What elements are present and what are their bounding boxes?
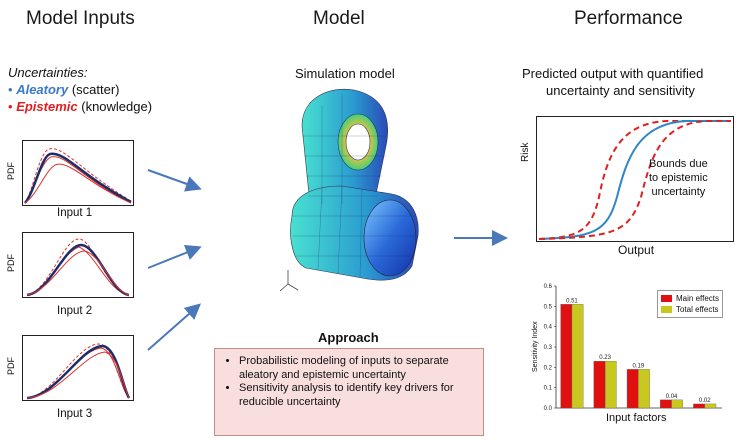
header-model-inputs: Model Inputs <box>26 8 135 29</box>
sensitivity-bar-chart: 0.0 0.1 0.2 0.3 0.4 0.5 0.6 0.51 0.23 0.19 0.04 0.0… <box>544 284 722 412</box>
bar-main-3 <box>626 369 639 409</box>
aleatory-desc: (scatter) <box>71 82 120 97</box>
performance-title-line2: uncertainty and sensitivity <box>546 83 695 98</box>
bar-total-4 <box>671 399 683 409</box>
y-tick-label: 0.4 <box>544 325 553 331</box>
performance-title-line1: Predicted output with quantified <box>522 66 704 81</box>
bar-value-label: 0.19 <box>632 363 644 369</box>
approach-title: Approach <box>318 330 379 345</box>
arrow-input1 <box>147 169 202 192</box>
annotation-line: uncertainty <box>651 186 706 198</box>
bar-total-3 <box>638 369 650 409</box>
legend-swatch-main <box>661 295 672 302</box>
simulation-model-title: Simulation model <box>295 66 395 81</box>
input2-ylabel: PDF <box>6 254 16 272</box>
risk-ylabel: Risk <box>520 142 531 162</box>
input1-label: Input 1 <box>57 207 93 219</box>
input2-label: Input 2 <box>57 305 93 317</box>
bar-main-4 <box>660 399 672 409</box>
input2-pdf-plot <box>22 232 134 298</box>
arrow-input3 <box>147 303 202 351</box>
epistemic-desc: (knowledge) <box>81 99 153 114</box>
input2-curves <box>26 238 130 297</box>
arrow-input2 <box>147 245 202 269</box>
header-performance: Performance <box>574 8 683 29</box>
simulation-model-image <box>279 88 419 292</box>
risk-curves <box>538 120 731 240</box>
model-output-arrow <box>454 230 508 246</box>
input3-curves <box>26 343 131 400</box>
legend-label: Main effects <box>676 294 719 303</box>
bar-total-2 <box>604 361 617 409</box>
bar-main-1 <box>560 304 573 409</box>
legend-swatch-total <box>661 306 672 313</box>
risk-cdf-plot: Bounds due to epistemic uncertainty <box>536 116 734 242</box>
input-arrows <box>147 169 202 351</box>
bar-value-label: 0.23 <box>599 355 611 361</box>
bounds-annotation: Bounds due to epistemic uncertainty <box>649 157 708 199</box>
annotation-line: Bounds due <box>649 158 708 170</box>
epistemic-line: • Epistemic (knowledge) <box>8 99 153 114</box>
bar-total-5 <box>704 403 717 409</box>
y-tick-label: 0.2 <box>544 365 553 371</box>
approach-item: Sensitivity analysis to identify key dri… <box>239 382 473 409</box>
annotation-line: to epistemic <box>649 172 708 184</box>
input3-ylabel: PDF <box>6 357 16 375</box>
y-tick-label: 0.5 <box>544 304 553 310</box>
legend-label: Total effects <box>676 305 719 314</box>
risk-xlabel: Output <box>618 243 655 257</box>
input3-label: Input 3 <box>57 408 93 420</box>
bar-value-label: 0.51 <box>566 298 578 304</box>
bar-value-label: 0.02 <box>699 398 711 404</box>
input3-pdf-plot <box>22 335 134 401</box>
aleatory-line: • Aleatory (scatter) <box>8 82 120 97</box>
sensitivity-ylabel: Sensitivity Index <box>532 321 539 372</box>
y-tick-label: 0.3 <box>544 345 553 351</box>
input1-ylabel: PDF <box>6 162 16 180</box>
y-tick-label: 0.0 <box>544 406 553 412</box>
y-tick-label: 0.1 <box>544 386 553 392</box>
legend-total-effects: Total effects <box>661 305 719 314</box>
header-model: Model <box>313 8 365 29</box>
aleatory-name: Aleatory <box>16 82 69 97</box>
input1-pdf-plot <box>22 140 134 206</box>
input1-curves <box>23 148 132 204</box>
sensitivity-legend: Main effects Total effects <box>657 290 723 318</box>
epistemic-name: Epistemic <box>16 99 78 114</box>
y-tick-label: 0.6 <box>544 284 553 290</box>
bar-value-label: 0.04 <box>666 394 678 400</box>
bar-main-2 <box>593 361 606 409</box>
uncertainties-title: Uncertainties: <box>8 65 88 80</box>
approach-list: Probabilistic modeling of inputs to sepa… <box>225 355 473 409</box>
bar-total-1 <box>571 304 584 409</box>
approach-box: Probabilistic modeling of inputs to sepa… <box>214 348 484 436</box>
sensitivity-xlabel: Input factors <box>606 412 667 424</box>
approach-item: Probabilistic modeling of inputs to sepa… <box>239 355 473 382</box>
legend-main-effects: Main effects <box>661 294 719 303</box>
bar-main-5 <box>693 403 705 409</box>
